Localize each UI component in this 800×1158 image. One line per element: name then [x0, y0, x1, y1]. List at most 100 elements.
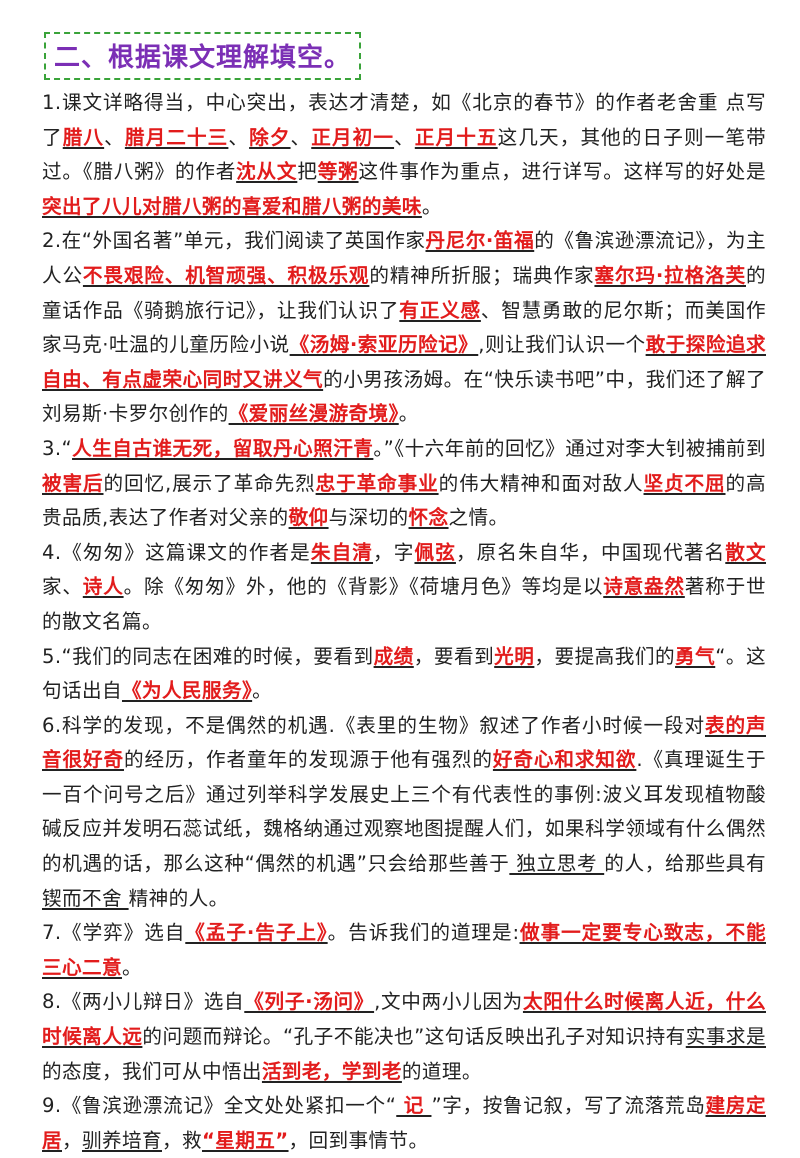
answer-blank: 佩弦 [414, 540, 456, 564]
question-text: 著称于世的散文名篇。 [42, 575, 766, 633]
answer-blank: 沈从文 [236, 160, 298, 184]
answer-blank: 《爱丽丝漫游奇境》 [228, 402, 399, 426]
answer-blank: 做事一定要专心致志，不能三心二意 [42, 921, 766, 979]
answer-blank: 勇气 [675, 644, 716, 668]
question-text: 的道理。 [401, 1059, 482, 1083]
question-item-3: 3.“人生自古谁无死，留取丹心照汗青。”《十六年前的回忆》通过对李大钊被捕前到被… [42, 432, 766, 536]
question-item-1: 1.课文详略得当，中心突出，表达才清楚，如《北京的春节》的作者老舍重 点写了腊八… [42, 86, 766, 224]
fill-in-content: 1.课文详略得当，中心突出，表达才清楚，如《北京的春节》的作者老舍重 点写了腊八… [42, 86, 766, 1158]
answer-blank: “星期五” [201, 1128, 289, 1152]
question-item-2: 2.在“外国名著”单元，我们阅读了英国作家丹尼尔·笛福的《鲁滨逊漂流记》，为主人… [42, 224, 766, 432]
question-text: 的小男孩汤姆。在“快乐读书吧”中，我们还了解了刘易斯·卡罗尔创作的 [42, 367, 766, 426]
question-text: ”字，按鲁记叙，写了流落荒岛 [431, 1094, 706, 1118]
question-text: 。 [252, 679, 273, 703]
answer-blank: 成绩 [373, 644, 414, 668]
underlined-blank: 实事求是 [685, 1025, 766, 1049]
underlined-blank: 锲而不舍 [42, 886, 129, 910]
question-text: 5.“我们的同志在困难的时候，要看到 [42, 644, 374, 668]
question-text: 与深切的 [328, 506, 409, 530]
answer-blank: 忠于革命事业 [315, 471, 439, 495]
question-text: 把 [297, 160, 318, 184]
question-text: ，字 [373, 540, 415, 564]
question-text: 1.课文详略得当，中心突出，表达才清楚，如《北京的春节》的作者老舍重 点写了 [42, 91, 766, 149]
question-text: ，回到事情节。 [288, 1128, 429, 1152]
question-text: 这件事作为重点，进行详写。这样写的好处是 [358, 160, 767, 184]
question-item-9: 9.《鲁滨逊漂流记》全文处处紧扣一个“ 记 ”字，按鲁记叙，写了流落荒岛建房定居… [42, 1089, 766, 1158]
question-item-5: 5.“我们的同志在困难的时候，要看到成绩，要看到光明，要提高我们的勇气“。这句话… [42, 640, 766, 709]
question-item-7: 7.《学弈》选自《孟子·告子上》。告诉我们的道理是:做事一定要专心致志，不能三心… [42, 916, 766, 985]
answer-blank: 《为人民服务》 [121, 679, 253, 703]
question-text: 、 [104, 125, 125, 149]
question-text: 。 [398, 402, 419, 426]
question-text: ，要提高我们的 [534, 644, 676, 668]
answer-blank: 等粥 [317, 160, 359, 184]
answer-blank: 表的声音很好奇 [42, 713, 766, 772]
question-item-8: 8.《两小儿辩日》选自《列子·汤问》,文中两小儿因为太阳什么时候离人近，什么时候… [42, 985, 766, 1089]
question-text: 3.“ [42, 436, 73, 460]
question-text: 。除《匆匆》外，他的《背影》《荷塘月色》等均是以 [123, 575, 604, 599]
answer-blank: 记 [396, 1094, 432, 1118]
question-text: 、 [394, 125, 415, 149]
question-text: 的问题而辩论。“孔子不能决也”这句话反映出孔子对知识持有 [142, 1025, 686, 1049]
answer-blank: 太阳什么时候离人近，什么时候离人远 [42, 990, 766, 1049]
question-text: 的经历，作者童年的发现源于他有强烈的 [123, 748, 493, 772]
question-text: 的人，给那些具有 [604, 852, 766, 876]
answer-blank: 《孟子·告子上》 [185, 921, 328, 945]
question-text: 2.在“外国名著”单元，我们阅读了英国作家 [42, 229, 426, 253]
question-text: 的精神所折服；瑞典作家 [369, 263, 595, 287]
answer-blank: 好奇心和求知欲 [492, 748, 637, 772]
question-text: 。告诉我们的道理是: [327, 921, 520, 945]
answer-blank: 丹尼尔·笛福 [425, 229, 535, 253]
answer-blank: 光明 [494, 644, 535, 668]
question-text: 4.《匆匆》这篇课文的作者是 [42, 540, 311, 564]
question-text: 这几天，其他的日子则一笔带过。《腊八粥》的作者 [42, 125, 767, 184]
answer-blank: 活到老，学到老 [261, 1059, 402, 1083]
question-text: 。 [421, 194, 442, 218]
answer-blank: 敬仰 [288, 506, 329, 530]
answer-blank: 人生自古谁无死，留取丹心照汗青 [72, 436, 374, 460]
question-text: 之情。 [448, 506, 509, 530]
answer-blank: 散文 [725, 540, 767, 564]
underlined-blank: 驯养培育 [82, 1128, 162, 1152]
question-text: 精神的人。 [128, 886, 229, 910]
worksheet-page: 二、根据课文理解填空。 1.课文详略得当，中心突出，表达才清楚，如《北京的春节》… [42, 32, 766, 1152]
section-title: 二、根据课文理解填空。 [54, 43, 352, 73]
question-item-4: 4.《匆匆》这篇课文的作者是朱自清，字佩弦，原名朱自华，中国现代著名散文家、诗人… [42, 536, 766, 640]
answer-blank: 正月十五 [414, 125, 498, 149]
answer-blank: 《列子·汤问》 [244, 990, 375, 1014]
underlined-blank: 独立思考 [509, 852, 605, 876]
answer-blank: 有正义感 [399, 298, 481, 322]
answer-blank: 正月初一 [311, 125, 395, 149]
question-text: 7.《学弈》选自 [42, 921, 186, 945]
answer-blank: 突出了八儿对腊八粥的喜爱和腊八粥的美味 [42, 194, 422, 218]
question-item-6: 6.科学的发现，不是偶然的机遇.《表里的生物》叙述了作者小时候一段对表的声音很好… [42, 709, 766, 917]
answer-blank: 怀念 [408, 506, 449, 530]
question-text: ，要看到 [413, 644, 495, 668]
question-text: 的伟大精神和面对敌人 [438, 471, 644, 495]
question-text: 的高贵品质,表达了作者对父亲的 [42, 471, 767, 530]
question-text: ,则让我们认识一个 [478, 333, 646, 357]
answer-blank: 不畏艰险、机智顽强、积极乐观 [82, 263, 370, 287]
section-title-box: 二、根据课文理解填空。 [44, 32, 362, 80]
question-text: 的态度，我们可从中悟出 [42, 1059, 262, 1083]
question-text: 。”《十六年前的回忆》通过对李大钊被捕前到 [373, 436, 767, 460]
question-text: 。 [121, 955, 142, 979]
question-text: 的《鲁滨逊漂流记》，为主人公 [42, 229, 766, 287]
question-text: ，原名朱自华，中国现代著名 [455, 540, 726, 564]
question-text: ，救 [161, 1128, 202, 1152]
answer-blank: 腊月二十三 [124, 125, 229, 149]
question-text: 的童话作品《骑鹅旅行记》，让我们认识了 [42, 263, 766, 322]
answer-blank: 坚贞不屈 [643, 471, 726, 495]
question-text: 9.《鲁滨逊漂流记》全文处处紧扣一个“ [42, 1094, 397, 1118]
question-text: 、 [228, 125, 250, 149]
question-text: 8.《两小儿辩日》选自 [42, 990, 245, 1014]
answer-blank: 除夕 [249, 125, 291, 149]
answer-blank: 诗人 [82, 575, 124, 599]
question-text: 、智慧勇敢的尼尔斯；而美国作家马克·吐温的儿童历险小说 [42, 298, 766, 357]
question-text: ， [62, 1128, 82, 1152]
answer-blank: 敢于探险追求自由、有点虚荣心同时又讲义气 [42, 333, 766, 391]
question-text: 家、 [42, 575, 83, 599]
answer-blank: 诗意盎然 [603, 575, 685, 599]
answer-blank: 《汤姆·索亚历险记》 [289, 333, 479, 357]
answer-blank: 腊八 [62, 125, 105, 149]
